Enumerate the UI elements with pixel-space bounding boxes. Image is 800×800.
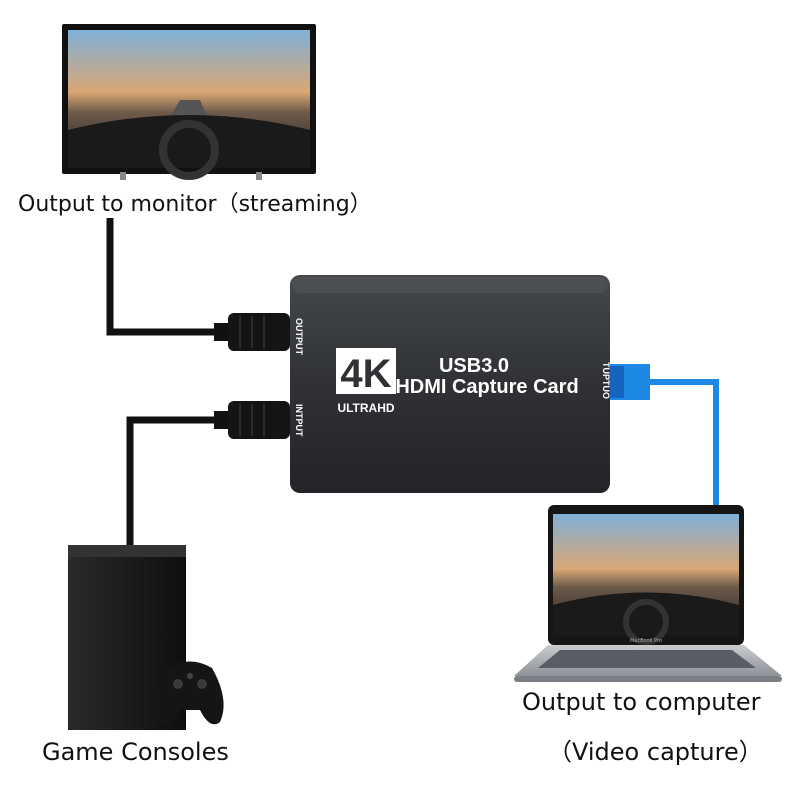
monitor-caption: Output to monitor（streaming） bbox=[18, 192, 372, 217]
hdmi-output-plug bbox=[214, 313, 290, 351]
card-title-usb: USB3.0 bbox=[439, 355, 509, 377]
badge-ultrahd: ULTRAHD bbox=[337, 401, 394, 415]
capture-card bbox=[290, 275, 610, 493]
computer-caption-line1: Output to computer bbox=[522, 688, 761, 716]
card-title-hdmi: HDMI Capture Card bbox=[395, 376, 578, 398]
port-label-input: INTPUT bbox=[294, 404, 304, 437]
hdmi-input-plug bbox=[214, 401, 290, 439]
badge-4k: 4K bbox=[340, 352, 391, 396]
consoles-caption: Game Consoles bbox=[42, 738, 229, 766]
usb-plug bbox=[610, 364, 650, 400]
tv-monitor-icon bbox=[62, 24, 316, 180]
port-label-output: OUTPUT bbox=[294, 318, 304, 356]
gamepad-icon bbox=[156, 661, 224, 725]
port-label-usb: TUPTUO bbox=[601, 362, 611, 399]
hdmi-output-cable bbox=[106, 218, 222, 336]
laptop-brand: MacBook Pro bbox=[630, 638, 662, 644]
usb-cable bbox=[650, 379, 719, 510]
hdmi-input-cable bbox=[126, 416, 222, 545]
4k-badge-box bbox=[336, 348, 396, 394]
laptop-icon bbox=[514, 505, 782, 682]
computer-caption-line2: （Video capture） bbox=[548, 738, 763, 766]
